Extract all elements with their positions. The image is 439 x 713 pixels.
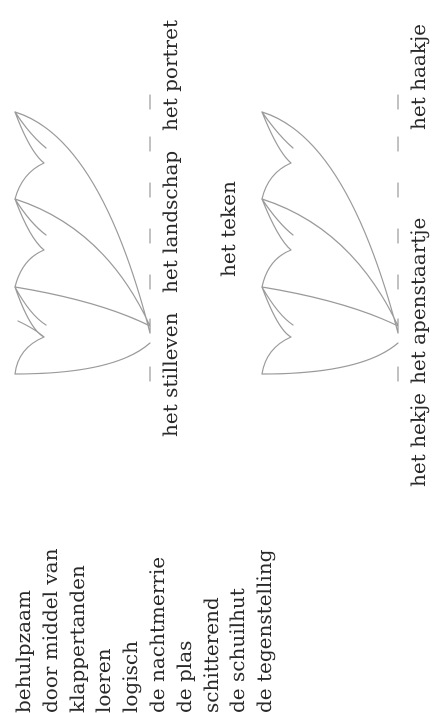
umbrella-bottom-title: het teken [216, 181, 240, 277]
umbrella-top-icon [15, 95, 150, 381]
umbrella-bottom-middle-label: het apenstaartje [406, 218, 430, 384]
umbrella-top-middle-label: het landschap [158, 151, 182, 293]
umbrella-top-left-label: het stilleven [158, 313, 182, 437]
umbrella-top-right-label: het portret [158, 20, 182, 131]
umbrella-bottom-left-label: het hekje [406, 393, 430, 487]
umbrella-bottom-right-label: het haakje [406, 24, 430, 130]
umbrella-bottom-icon [262, 95, 398, 381]
